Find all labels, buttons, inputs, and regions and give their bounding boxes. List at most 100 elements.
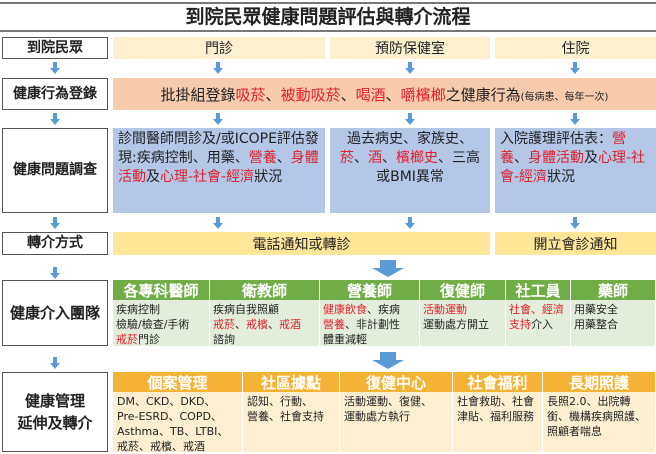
- source-preventive-care: 預防保健室: [330, 37, 490, 59]
- text-segment: 之健康行為: [445, 85, 521, 104]
- text-segment: 、: [382, 150, 396, 166]
- survey-outpatient: 診間醫師問診及/或ICOPE評估發現:疾病控制、用藥、營養、身體活動及心理-社會…: [113, 128, 325, 213]
- highlight-text: 檳榔史: [396, 150, 438, 166]
- text-segment: 入院護理評估表：: [500, 131, 612, 147]
- text-segment: 、: [276, 150, 291, 166]
- text-segment: 、: [265, 85, 281, 104]
- column-body: 認知、行動、 營養、社會支持: [243, 392, 340, 452]
- down-arrow-icon: [372, 260, 404, 277]
- highlight-text: 嚼檳榔: [400, 85, 446, 104]
- column-header: 藥師: [571, 280, 656, 300]
- column-body: 社會、經濟 支持介入: [506, 300, 571, 346]
- text-segment: 過去病史、家族史、: [347, 131, 473, 147]
- highlight-text: 菸: [340, 150, 354, 166]
- down-arrow-icon: [213, 217, 223, 229]
- down-arrow-icon: [50, 62, 60, 74]
- text-segment: 、: [268, 318, 279, 331]
- column-body: 活動運動、復健、 運動處方執行: [340, 392, 453, 452]
- label-line: 健康管理: [24, 392, 85, 410]
- column-header: 各專科醫師: [113, 280, 210, 300]
- column-body: 長照2.0、出院轉 銜、機構疾病照護、 照顧者喘息: [543, 392, 656, 452]
- highlight-text: 戒菸: [116, 333, 138, 346]
- team-table: 各專科醫師疾病控制 檢驗/檢查/手術 戒菸門診衛教師疾病自我照顧 戒菸、戒檳、戒…: [113, 280, 656, 346]
- column-header: 社會福利: [453, 372, 543, 392]
- highlight-text: 戒酒: [279, 318, 301, 331]
- down-arrow-icon: [50, 217, 60, 229]
- column-body: 疾病控制 檢驗/檢查/手術 戒菸門診: [113, 300, 210, 346]
- down-arrow-icon: [213, 62, 223, 74]
- down-arrow-icon: [570, 113, 580, 125]
- management-table: 個案管理 DM、CKD、DKD、 Pre-ESRD、COPD、 Asthma、TB…: [113, 372, 656, 453]
- down-arrow-icon: [570, 217, 580, 229]
- text-segment: 、三高或BMI異常: [376, 150, 480, 185]
- text-segment: 門診: [138, 333, 160, 346]
- highlight-text: 營養: [500, 131, 626, 166]
- column-header: 社區據點: [243, 372, 340, 392]
- text-segment: 狀況: [254, 169, 283, 185]
- text-segment: (每病患、每年一次): [520, 91, 609, 103]
- highlight-text: 喝酒: [355, 85, 386, 104]
- highlight-text: 身體活動: [118, 150, 319, 185]
- referral-consult: 開立會診通知: [495, 232, 656, 255]
- cell-text: 診間醫師問診及/或ICOPE評估發現:疾病控制、用藥、營養、身體活動及心理-社會…: [118, 130, 320, 187]
- text-segment: 、: [385, 85, 401, 104]
- down-arrow-icon: [213, 113, 223, 125]
- highlight-text: 酒: [368, 150, 382, 166]
- text-segment: 及: [146, 169, 160, 185]
- text-segment: 、: [340, 85, 356, 104]
- column-header: 復健中心: [340, 372, 453, 392]
- text-segment: 疾病自我照顧: [213, 303, 279, 316]
- column-header: 個案管理: [113, 372, 243, 392]
- text-segment: 社會救助、社會 津貼、福利服務: [457, 395, 534, 423]
- down-arrow-icon: [570, 62, 580, 74]
- down-arrow-icon: [50, 267, 60, 279]
- down-arrow-icon: [372, 352, 404, 369]
- row-label-survey: 健康問題調查: [2, 128, 108, 213]
- highlight-text: 社會、經濟 支持: [509, 303, 564, 331]
- row-label-visitors: 到院民眾: [2, 37, 108, 59]
- text-segment: 、: [514, 150, 528, 166]
- text-segment: 、: [354, 150, 368, 166]
- text-segment: 介入: [531, 318, 553, 331]
- column-header: 社工員: [506, 280, 571, 300]
- survey-inpatient: 入院護理評估表：營養、身體活動及心理-社會-經濟狀況: [495, 128, 656, 213]
- text-segment: DM、CKD、DKD、 Pre-ESRD、COPD、 Asthma、TB、LTB…: [117, 395, 229, 453]
- column-header: 衛教師: [210, 280, 320, 300]
- highlight-text: 身體活動: [528, 150, 584, 166]
- highlight-text: 營養: [248, 150, 277, 166]
- text-segment: 、非計劃性 體重減輕: [323, 318, 400, 346]
- column-body: DM、CKD、DKD、 Pre-ESRD、COPD、 Asthma、TB、LTB…: [113, 392, 243, 453]
- down-arrow-icon: [50, 113, 60, 125]
- down-arrow-icon: [405, 62, 415, 74]
- cell-text: 批掛組登錄吸菸、被動吸菸、喝酒、嚼檳榔之健康行為(每病患、每年一次): [161, 84, 609, 105]
- text-segment: 諮詢: [213, 333, 235, 346]
- survey-preventive: 過去病史、家族史、菸、酒、檳榔史、三高或BMI異常: [330, 128, 490, 213]
- column-body: 疾病自我照顧 戒菸、戒檳、戒酒 諮詢: [210, 300, 320, 346]
- cell-text: 過去病史、家族史、菸、酒、檳榔史、三高或BMI異常: [335, 130, 485, 187]
- column-header: 長期照護: [543, 372, 656, 392]
- text-segment: 狀況: [547, 169, 576, 185]
- source-inpatient: 住院: [495, 37, 656, 59]
- referral-phone: 電話通知或轉診: [113, 232, 490, 255]
- highlight-text: 戒檳: [246, 318, 268, 331]
- cell-text: 入院護理評估表：營養、身體活動及心理-社會-經濟狀況: [500, 130, 651, 187]
- text-segment: 活動運動、復健、 運動處方執行: [344, 395, 432, 423]
- text-segment: 、: [235, 318, 246, 331]
- source-outpatient: 門診: [113, 37, 325, 59]
- down-arrow-icon: [405, 113, 415, 125]
- column-header: 營養師: [320, 280, 420, 300]
- column-body: 用藥安全 用藥整合: [571, 300, 656, 346]
- text-segment: 長照2.0、出院轉 銜、機構疾病照護、 照顧者喘息: [547, 395, 646, 438]
- highlight-text: 心理-社會-經濟: [500, 150, 646, 185]
- text-segment: 用藥安全 用藥整合: [574, 303, 618, 331]
- column-body: 健康飲食、疾病 營養、非計劃性 體重減輕: [320, 300, 420, 346]
- text-segment: 、疾病: [367, 303, 400, 316]
- text-segment: 運動處方開立: [423, 318, 489, 331]
- label-line: 延伸及轉介: [17, 414, 93, 432]
- column-body: 活動運動 運動處方開立: [420, 300, 506, 346]
- row-label-team: 健康介入團隊: [2, 280, 108, 346]
- highlight-text: 吸菸: [235, 85, 266, 104]
- highlight-text: 營養: [323, 318, 345, 331]
- highlight-text: 健康飲食: [323, 303, 367, 316]
- row-label-behavior: 健康行為登錄: [2, 78, 108, 110]
